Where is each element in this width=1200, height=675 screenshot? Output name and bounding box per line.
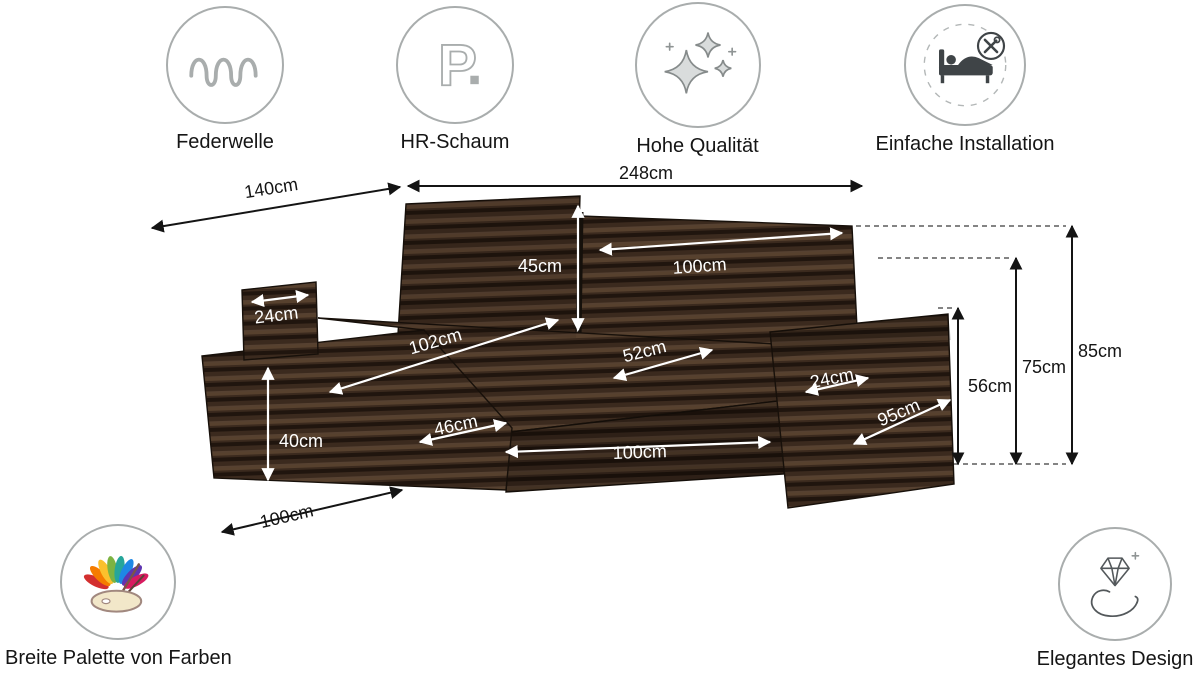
dim-label-backrest-width: 100cm bbox=[672, 254, 727, 278]
dim-label-width-total: 248cm bbox=[619, 163, 673, 183]
feature-label: Elegantes Design bbox=[1036, 648, 1194, 670]
hr-foam-icon: P bbox=[396, 6, 514, 124]
dim-label-seatback-height: 75cm bbox=[1022, 357, 1066, 377]
sofa-backrest-seam bbox=[578, 211, 584, 339]
dim-arrow-chaise-length bbox=[328, 317, 560, 395]
color-palette-icon bbox=[59, 524, 176, 640]
dim-label-total-height: 85cm bbox=[1078, 341, 1122, 361]
dim-label-chaise-width: 100cm bbox=[258, 500, 315, 532]
feature-farbpalette: Breite Palette von Farben bbox=[5, 524, 232, 670]
bed-tools-icon bbox=[904, 4, 1026, 126]
feature-federwelle: Federwelle bbox=[150, 6, 300, 154]
dim-label-seat-width: 100cm bbox=[612, 441, 667, 463]
diamond-hand-icon bbox=[1058, 527, 1172, 641]
feature-label: Federwelle bbox=[176, 131, 274, 153]
dim-arrow-seat-depth bbox=[612, 346, 714, 382]
dim-arrow-left-armrest-width bbox=[250, 289, 310, 308]
feature-einfache-installation: Einfache Installation bbox=[870, 4, 1060, 156]
dim-label-backrest-height: 45cm bbox=[518, 256, 562, 276]
dimension-arrows-sofa bbox=[250, 204, 952, 482]
dim-arrow-corner-seat-width bbox=[418, 419, 508, 446]
feature-label: Hohe Qualität bbox=[636, 135, 759, 157]
feature-hohe-qualitaet: Hohe Qualität bbox=[615, 2, 780, 158]
dim-arrow-side-depth bbox=[852, 398, 952, 446]
dim-arrow-depth-total bbox=[150, 182, 402, 233]
svg-text:P: P bbox=[438, 33, 477, 98]
dimension-arrows-outside bbox=[150, 179, 1079, 536]
sparkles-icon bbox=[634, 2, 761, 128]
feature-label: Breite Palette von Farben bbox=[5, 647, 232, 669]
dim-label-depth-total: 140cm bbox=[243, 174, 299, 202]
feature-hr-schaum: P HR-Schaum bbox=[380, 6, 530, 154]
dim-arrow-seat-width bbox=[504, 435, 772, 459]
dim-arrow-backrest-width bbox=[598, 227, 844, 256]
feature-label: Einfache Installation bbox=[875, 133, 1055, 155]
dim-label-armrest-height: 56cm bbox=[968, 376, 1012, 396]
dim-arrow-chaise-width bbox=[220, 486, 404, 536]
dim-label-ottoman-height: 40cm bbox=[279, 431, 323, 451]
feature-elegantes-design: Elegantes Design bbox=[1015, 527, 1200, 671]
sofa-backrest-shade bbox=[398, 196, 580, 338]
sofa-right-armrest-top-shade bbox=[770, 314, 951, 358]
spring-wave-icon bbox=[166, 6, 284, 124]
feature-label: HR-Schaum bbox=[400, 131, 510, 153]
dim-arrow-right-armrest-width bbox=[804, 374, 870, 396]
